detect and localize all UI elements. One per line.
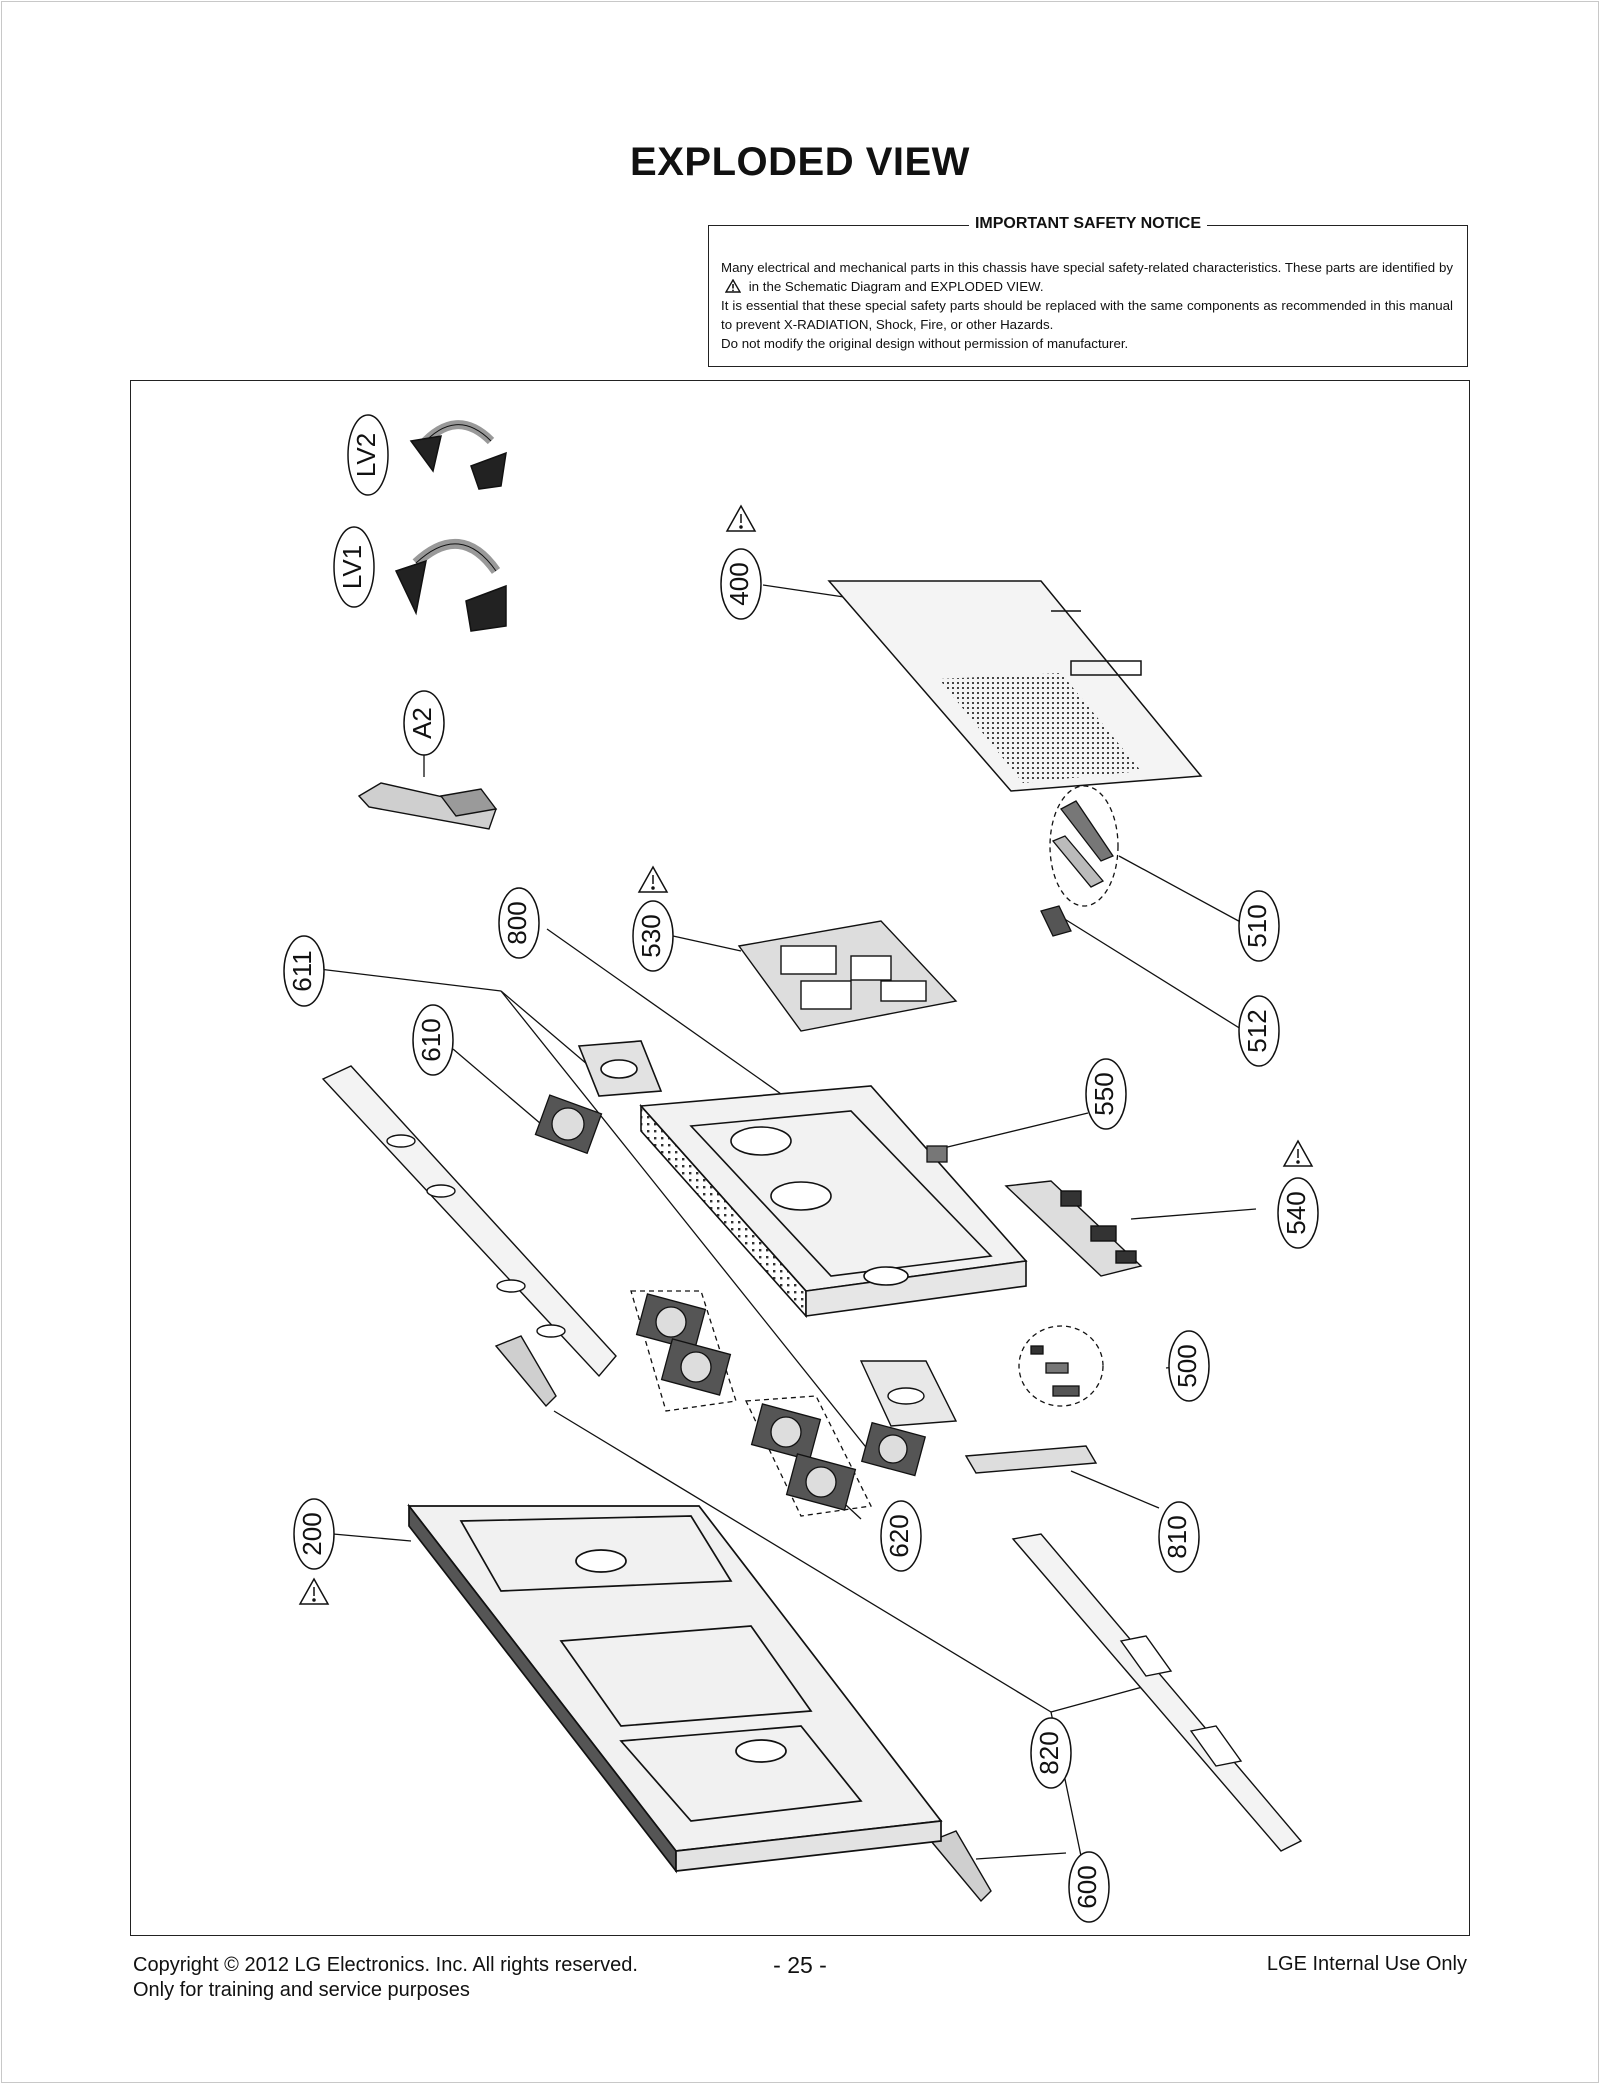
label-810: 810 <box>1162 1515 1192 1558</box>
label-A2: A2 <box>407 707 437 739</box>
fan-611 <box>534 1094 603 1155</box>
label-800: 800 <box>502 901 532 944</box>
safety-notice-line2: It is essential that these special safet… <box>721 298 1453 332</box>
part-510-512 <box>1040 785 1119 937</box>
label-200: 200 <box>297 1512 327 1555</box>
main-board-540 <box>1004 1180 1143 1277</box>
label-610: 610 <box>416 1018 446 1061</box>
footer-left: Copyright © 2012 LG Electronics. Inc. Al… <box>133 1953 638 2003</box>
label-550: 550 <box>1089 1072 1119 1115</box>
warning-triangle-icon <box>725 504 757 532</box>
label-512: 512 <box>1242 1009 1272 1052</box>
footer-purpose: Only for training and service purposes <box>133 1979 470 2001</box>
lvds-cable-lv1 <box>394 538 507 632</box>
label-LV2: LV2 <box>351 433 381 477</box>
label-LV1: LV1 <box>337 545 367 589</box>
chassis-frame-800 <box>577 1040 1028 1319</box>
safety-notice-line1-b: in the Schematic Diagram and EXPLODED VI… <box>748 279 1044 294</box>
label-600: 600 <box>1072 1865 1102 1908</box>
label-530: 530 <box>636 914 666 957</box>
safety-notice-line3: Do not modify the original design withou… <box>721 336 1129 351</box>
handle-600 <box>494 1335 992 1903</box>
part-550 <box>926 1145 948 1163</box>
page-title: EXPLODED VIEW <box>630 140 970 184</box>
label-620: 620 <box>884 1514 914 1557</box>
safety-notice-line1-a: Many electrical and mechanical parts in … <box>721 260 1453 275</box>
bracket-610 <box>321 1065 617 1378</box>
label-820: 820 <box>1034 1731 1064 1774</box>
warning-triangle-icon <box>637 865 669 893</box>
lvds-cable-lv2 <box>409 420 507 490</box>
label-400: 400 <box>724 562 754 605</box>
display-panel-200 <box>407 1503 943 1874</box>
label-611: 611 <box>287 950 317 991</box>
safety-notice-body: Many electrical and mechanical parts in … <box>721 258 1453 353</box>
safety-notice-box: IMPORTANT SAFETY NOTICE Many electrical … <box>708 215 1468 367</box>
label-540: 540 <box>1281 1191 1311 1234</box>
label-510: 510 <box>1242 904 1272 947</box>
back-cover-400 <box>827 580 1203 792</box>
footer-usage: LGE Internal Use Only <box>1266 1953 1467 1975</box>
exploded-view-drawing: LV2 LV1 A2 400 510 512 530 800 611 610 5… <box>283 414 1319 1923</box>
footer-copyright: Copyright © 2012 LG Electronics. Inc. Al… <box>133 1954 638 1976</box>
warning-triangle-icon <box>1282 1139 1314 1167</box>
part-500 <box>1018 1325 1104 1407</box>
safety-notice-heading: IMPORTANT SAFETY NOTICE <box>968 215 1208 232</box>
warning-triangle-icon <box>298 1577 330 1605</box>
label-500: 500 <box>1172 1344 1202 1387</box>
fan-assembly-620 <box>630 1290 927 1517</box>
part-callouts <box>283 414 1319 1923</box>
power-board-530 <box>737 920 958 1032</box>
plate-810 <box>859 1360 1098 1474</box>
bracket-820 <box>1011 1533 1303 1852</box>
exploded-view-diagram: LV2 LV1 A2 400 510 512 530 800 611 610 5… <box>130 380 1470 1936</box>
safety-warning-marks <box>298 504 1314 1605</box>
remote-a2 <box>357 782 498 830</box>
footer-page-number: - 25 - <box>773 1952 827 1978</box>
warning-triangle-icon <box>725 279 741 293</box>
